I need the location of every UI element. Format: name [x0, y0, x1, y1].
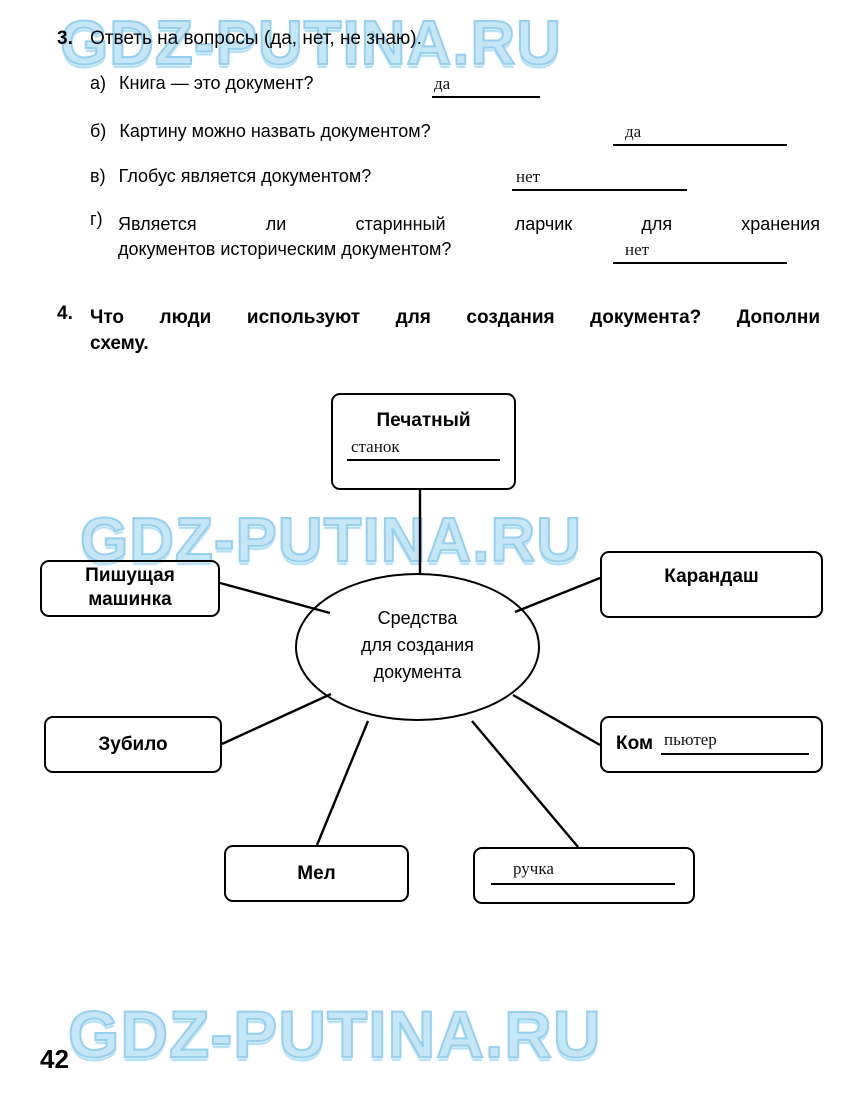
node-ruchka-answer-line[interactable]: [491, 883, 675, 885]
page-number: 42: [40, 1044, 69, 1074]
question-a-text: Книга — это документ?: [119, 73, 314, 93]
node-kompyuter-answer[interactable]: пьютер: [664, 730, 717, 749]
node-kompyuter[interactable]: Ком пьютер: [600, 716, 823, 773]
question-b-text: Картину можно назвать документом?: [119, 121, 431, 141]
question-b-answer[interactable]: да: [625, 122, 642, 141]
node-mel-printed: Мел: [297, 863, 336, 884]
node-zubilo-printed: Зубило: [98, 734, 168, 755]
node-pechatnyy-answer[interactable]: станок: [351, 437, 400, 456]
node-kompyuter-printed: Ком: [616, 733, 654, 754]
question-g-answer[interactable]: нет: [625, 240, 650, 259]
center-label-line1: Средства: [377, 608, 458, 628]
question-a-letter: а): [90, 73, 107, 93]
question-g-answer-line[interactable]: [613, 262, 787, 264]
node-pechatnyy-stanok[interactable]: Печатный станок: [331, 393, 516, 490]
question-v-text: Глобус является документом?: [118, 166, 372, 186]
question-b-letter: б): [90, 121, 107, 141]
question-v-answer[interactable]: нет: [516, 167, 541, 186]
question-b-answer-line[interactable]: [613, 144, 787, 146]
node-pechatnyy-answer-line[interactable]: [347, 459, 500, 461]
question-a-answer-line[interactable]: [432, 96, 540, 98]
question-a-answer[interactable]: да: [434, 74, 451, 93]
node-karandash-printed: Карандаш: [664, 566, 759, 587]
center-label-line2: для создания: [361, 635, 474, 655]
node-mel[interactable]: Мел: [224, 845, 409, 902]
node-kompyuter-answer-line[interactable]: [661, 753, 809, 755]
node-ruchka[interactable]: ручка: [473, 847, 695, 904]
question-v-answer-line[interactable]: [512, 189, 687, 191]
node-mashinka-printed-line2: машинка: [88, 589, 172, 610]
question-g-text-line2: документов историческим документом?: [118, 239, 452, 259]
node-pechatnyy-printed: Печатный: [376, 410, 471, 431]
exercise-3-number: 3.: [57, 28, 73, 49]
diagram-center-ellipse: Средства для создания документа: [295, 573, 540, 721]
question-g-letter: г): [90, 209, 103, 229]
node-karandash[interactable]: Карандаш: [600, 551, 823, 618]
center-label-line3: документа: [373, 662, 462, 682]
node-mashinka-printed-line1: Пишущая: [85, 565, 175, 586]
question-g-text-line1: Является ли старинный ларчик для хранени…: [118, 214, 820, 234]
exercise-4-number: 4.: [57, 303, 73, 324]
exercise-4-prompt-line2: схему.: [90, 333, 149, 354]
exercise-3-prompt: Ответь на вопросы (да, нет, не знаю).: [90, 28, 422, 49]
node-zubilo[interactable]: Зубило: [44, 716, 222, 773]
node-ruchka-answer[interactable]: ручка: [513, 859, 554, 878]
exercise-4-prompt-line1: Что люди используют для создания докумен…: [90, 307, 820, 328]
node-pishushchaya-mashinka[interactable]: Пишущая машинка: [40, 560, 220, 617]
question-v-letter: в): [90, 166, 106, 186]
